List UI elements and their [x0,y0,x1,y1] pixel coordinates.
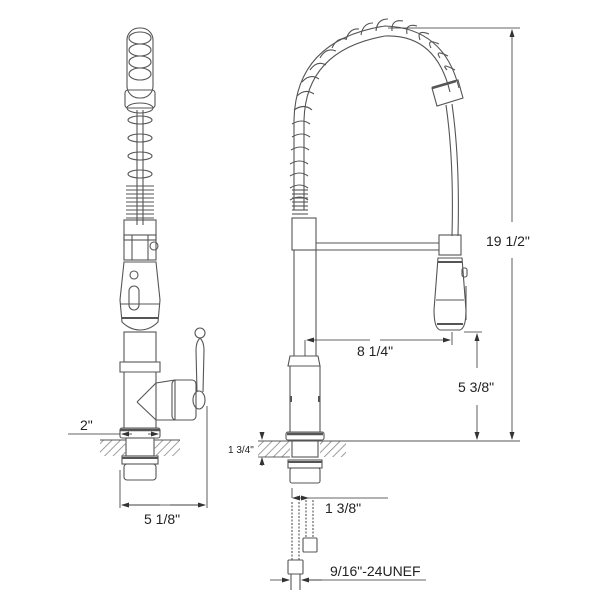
dim-total-height [388,27,520,440]
dim-supply-spacing [291,488,388,501]
label-supply-spacing: 1 3/8" [325,500,362,516]
front-shank [287,440,323,484]
dim-spout-clearance [464,331,482,440]
front-deck-hatch [320,441,346,457]
dim-side-depth [119,406,208,508]
front-sprayer-head [433,234,468,331]
dim-spout-reach [304,332,453,356]
side-spring-loose [127,115,153,179]
front-view [258,18,520,590]
front-hose [445,103,459,237]
side-spring-tight [123,185,157,241]
side-deck-hatch [100,440,126,456]
label-side-depth: 5 1/8" [144,511,181,527]
side-body [119,327,206,428]
label-base-diameter: 2" [80,417,93,433]
dim-deck-thickness [258,432,290,466]
side-sprayer-head [119,261,161,331]
front-body [285,217,439,441]
side-deck-hatch [154,440,180,456]
front-deck-hatch [258,441,290,457]
supply-lines [287,500,318,590]
label-deck-thickness: 1 3/4" [228,445,254,456]
label-thread-spec: 9/16"-24UNEF [330,563,421,579]
label-spout-reach: 8 1/4" [357,343,394,359]
front-spring-arc [289,18,460,215]
side-base [119,427,161,481]
label-total-height: 19 1/2" [486,233,530,249]
label-spout-clearance: 5 3/8" [458,379,495,395]
side-view [68,27,208,508]
side-spring-top [124,27,156,114]
